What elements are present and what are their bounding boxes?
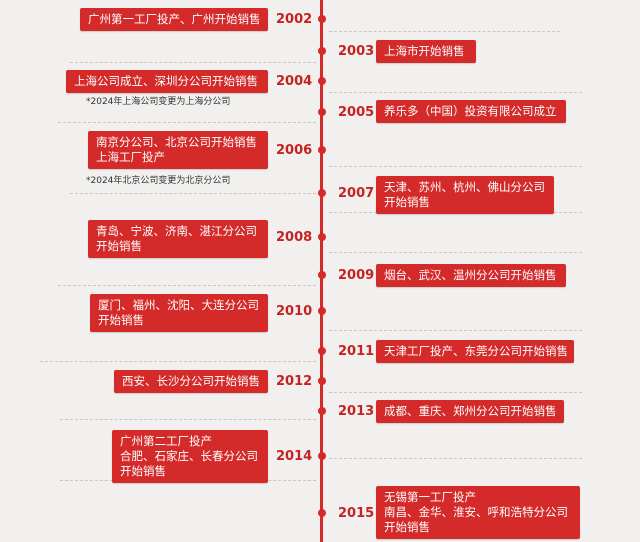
timeline-dot bbox=[317, 271, 326, 279]
event-year-2010: 2010 bbox=[276, 304, 313, 319]
dashed-separator bbox=[329, 31, 560, 32]
event-text: 天津、苏州、杭州、佛山分公司 bbox=[384, 180, 545, 194]
timeline-dot bbox=[317, 108, 326, 116]
event-text: 开始销售 bbox=[120, 464, 166, 478]
timeline-dot bbox=[317, 77, 326, 85]
event-box-2006: 南京分公司、北京公司开始销售 上海工厂投产 bbox=[88, 131, 268, 169]
event-box-2014: 广州第二工厂投产 合肥、石家庄、长春分公司 开始销售 bbox=[112, 430, 268, 483]
event-year-2002: 2002 bbox=[276, 12, 313, 27]
event-text: 成都、重庆、郑州分公司开始销售 bbox=[384, 404, 557, 418]
event-year-2011: 2011 bbox=[338, 344, 375, 359]
event-box-2004: 上海公司成立、深圳分公司开始销售 bbox=[66, 70, 268, 93]
event-text: 青岛、宁波、济南、湛江分公司 bbox=[96, 224, 257, 238]
event-text: 广州第一工厂投产、广州开始销售 bbox=[88, 12, 261, 26]
dashed-separator bbox=[329, 458, 582, 459]
event-text: 上海公司成立、深圳分公司开始销售 bbox=[74, 74, 258, 88]
dashed-separator bbox=[70, 62, 316, 63]
timeline-dot bbox=[317, 452, 326, 460]
timeline-dot bbox=[317, 509, 326, 517]
timeline-dot bbox=[317, 189, 326, 197]
timeline-dot bbox=[317, 307, 326, 315]
event-year-2007: 2007 bbox=[338, 186, 375, 201]
event-box-2010: 厦门、福州、沈阳、大连分公司 开始销售 bbox=[90, 294, 268, 332]
dashed-separator bbox=[58, 285, 316, 286]
event-box-2015: 无锡第一工厂投产 南昌、金华、淮安、呼和浩特分公司 开始销售 bbox=[376, 486, 580, 539]
event-text: 养乐多（中国）投资有限公司成立 bbox=[384, 104, 557, 118]
timeline-dot bbox=[317, 407, 326, 415]
event-year-2013: 2013 bbox=[338, 404, 375, 419]
timeline-dot bbox=[317, 347, 326, 355]
event-text: 烟台、武汉、温州分公司开始销售 bbox=[384, 268, 557, 282]
event-box-2009: 烟台、武汉、温州分公司开始销售 bbox=[376, 264, 566, 287]
event-text: 天津工厂投产、东莞分公司开始销售 bbox=[384, 344, 568, 358]
timeline-dot bbox=[317, 47, 326, 55]
event-year-2003: 2003 bbox=[338, 44, 375, 59]
event-year-2004: 2004 bbox=[276, 74, 313, 89]
timeline-dot bbox=[317, 377, 326, 385]
event-box-2002: 广州第一工厂投产、广州开始销售 bbox=[80, 8, 268, 31]
event-box-2013: 成都、重庆、郑州分公司开始销售 bbox=[376, 400, 564, 423]
event-box-2003: 上海市开始销售 bbox=[376, 40, 476, 63]
timeline-dot bbox=[317, 146, 326, 154]
event-text: 开始销售 bbox=[96, 239, 142, 253]
event-text: 开始销售 bbox=[384, 195, 430, 209]
dashed-separator bbox=[329, 166, 582, 167]
event-text: 无锡第一工厂投产 bbox=[384, 490, 476, 504]
timeline-dot bbox=[317, 15, 326, 23]
dashed-separator bbox=[329, 330, 582, 331]
event-box-2007: 天津、苏州、杭州、佛山分公司 开始销售 bbox=[376, 176, 554, 214]
event-text: 厦门、福州、沈阳、大连分公司 bbox=[98, 298, 259, 312]
event-year-2006: 2006 bbox=[276, 143, 313, 158]
dashed-separator bbox=[70, 193, 316, 194]
event-year-2014: 2014 bbox=[276, 449, 313, 464]
dashed-separator bbox=[60, 419, 316, 420]
event-text: 合肥、石家庄、长春分公司 bbox=[120, 449, 258, 463]
event-box-2005: 养乐多（中国）投资有限公司成立 bbox=[376, 100, 566, 123]
event-year-2012: 2012 bbox=[276, 374, 313, 389]
event-text: 广州第二工厂投产 bbox=[120, 434, 212, 448]
event-box-2012: 西安、长沙分公司开始销售 bbox=[114, 370, 268, 393]
event-note-2004: *2024年上海公司变更为上海分公司 bbox=[86, 97, 231, 107]
event-year-2005: 2005 bbox=[338, 105, 375, 120]
event-note-2006: *2024年北京公司变更为北京分公司 bbox=[86, 176, 231, 186]
event-text: 上海市开始销售 bbox=[384, 44, 465, 58]
event-text: 南昌、金华、淮安、呼和浩特分公司 bbox=[384, 505, 568, 519]
timeline-dot bbox=[317, 233, 326, 241]
event-text: 西安、长沙分公司开始销售 bbox=[122, 374, 260, 388]
event-text: 开始销售 bbox=[98, 313, 144, 327]
event-box-2008: 青岛、宁波、济南、湛江分公司 开始销售 bbox=[88, 220, 268, 258]
dashed-separator bbox=[329, 252, 582, 253]
dashed-separator bbox=[58, 122, 316, 123]
event-text: 上海工厂投产 bbox=[96, 150, 165, 164]
event-text: 南京分公司、北京公司开始销售 bbox=[96, 135, 257, 149]
event-text: 开始销售 bbox=[384, 520, 430, 534]
event-year-2008: 2008 bbox=[276, 230, 313, 245]
dashed-separator bbox=[329, 392, 582, 393]
event-box-2011: 天津工厂投产、东莞分公司开始销售 bbox=[376, 340, 574, 363]
dashed-separator bbox=[40, 361, 316, 362]
event-year-2009: 2009 bbox=[338, 268, 375, 283]
event-year-2015: 2015 bbox=[338, 506, 375, 521]
dashed-separator bbox=[329, 92, 582, 93]
